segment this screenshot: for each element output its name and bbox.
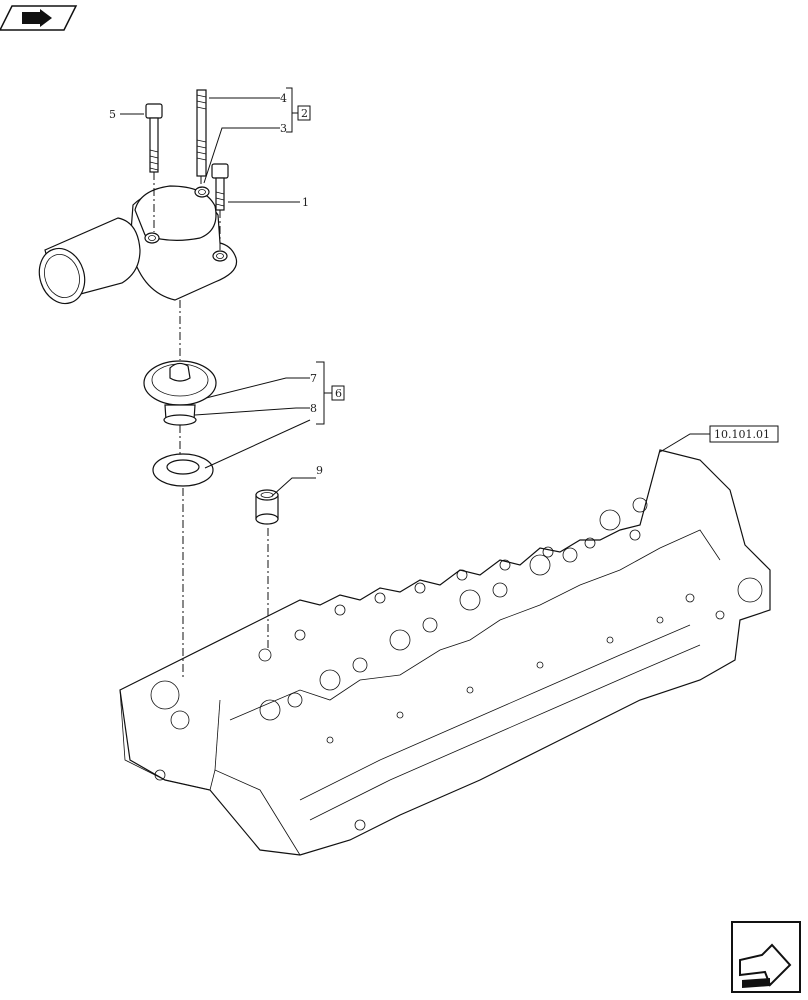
thermostat-housing [38, 185, 238, 305]
reference-tag-box[interactable] [709, 425, 779, 443]
bolt-1 [211, 163, 229, 211]
callout-8: 8 [310, 402, 317, 415]
callout-3: 3 [280, 122, 287, 135]
next-page-arrow-icon[interactable] [731, 921, 801, 993]
callout-6: 6 [335, 387, 342, 400]
bolt-5 [145, 103, 163, 173]
thermostat [143, 360, 217, 426]
callout-5: 5 [109, 108, 116, 121]
book-arrow-icon[interactable] [0, 5, 78, 31]
callout-9: 9 [316, 464, 323, 477]
gasket-ring [152, 453, 214, 487]
stud-4 [196, 89, 207, 177]
reference-tag[interactable]: 10.101.01 [714, 428, 770, 441]
bracket-2 [286, 87, 311, 133]
leader-lines [120, 97, 710, 497]
callout-7: 7 [310, 372, 317, 385]
bushing-9 [255, 489, 279, 525]
callout-4: 4 [280, 92, 287, 105]
center-lines [153, 172, 269, 680]
cylinder-head [119, 449, 771, 856]
bracket-6 [316, 361, 345, 425]
callout-2: 2 [301, 107, 308, 120]
callout-1: 1 [302, 196, 309, 209]
